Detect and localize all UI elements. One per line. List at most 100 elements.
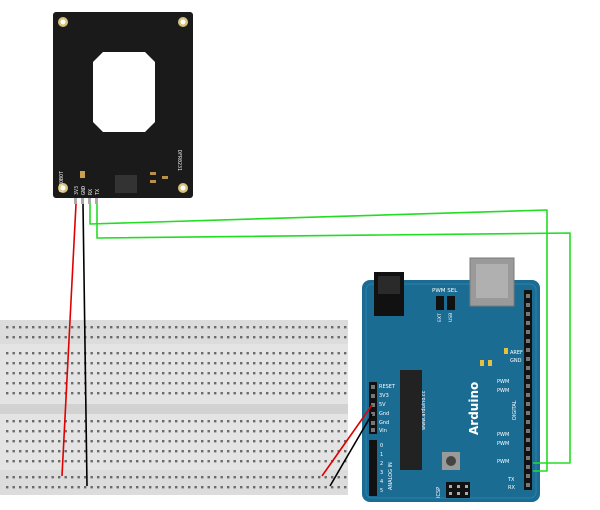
breadboard-hole	[220, 372, 223, 375]
wire-black-gnd	[329, 413, 373, 487]
breadboard-hole	[168, 450, 171, 453]
breadboard-hole	[110, 440, 113, 443]
breadboard-hole	[155, 460, 158, 463]
breadboard-hole	[188, 430, 191, 433]
breadboard-hole	[318, 336, 321, 339]
breadboard-hole	[97, 460, 100, 463]
breadboard-hole	[331, 440, 334, 443]
breadboard-hole	[103, 336, 106, 339]
breadboard-hole	[181, 392, 184, 395]
rfid-chip	[115, 175, 137, 193]
breadboard-hole	[279, 430, 282, 433]
breadboard-hole	[207, 372, 210, 375]
breadboard-hole	[194, 420, 197, 423]
breadboard-hole	[90, 450, 93, 453]
breadboard-hole	[305, 352, 308, 355]
breadboard-hole	[155, 372, 158, 375]
breadboard-hole	[142, 476, 145, 479]
breadboard-hole	[279, 372, 282, 375]
power-label-reset: RESET	[379, 384, 396, 390]
breadboard-hole	[337, 362, 340, 365]
breadboard-hole	[32, 476, 35, 479]
digital-header	[524, 290, 532, 490]
breadboard-hole	[45, 430, 48, 433]
breadboard-hole	[71, 440, 74, 443]
analog-pin-label: 3	[380, 470, 383, 476]
breadboard-hole	[51, 352, 54, 355]
breadboard-hole	[298, 486, 301, 489]
breadboard-hole	[246, 450, 249, 453]
breadboard-hole	[220, 450, 223, 453]
breadboard-hole	[207, 326, 210, 329]
breadboard-hole	[214, 372, 217, 375]
breadboard-hole	[259, 372, 262, 375]
breadboard-hole	[324, 460, 327, 463]
breadboard-hole	[64, 372, 67, 375]
breadboard-hole	[149, 486, 152, 489]
breadboard-hole	[181, 352, 184, 355]
breadboard-hole	[337, 336, 340, 339]
breadboard-hole	[279, 392, 282, 395]
breadboard-hole	[168, 372, 171, 375]
breadboard-hole	[259, 460, 262, 463]
breadboard-hole	[253, 440, 256, 443]
breadboard-hole	[318, 450, 321, 453]
breadboard-hole	[71, 460, 74, 463]
wires	[61, 203, 571, 487]
breadboard-hole	[344, 336, 347, 339]
breadboard-hole	[142, 486, 145, 489]
digital-header-pin	[526, 411, 530, 415]
breadboard-hole	[324, 430, 327, 433]
breadboard-hole	[64, 362, 67, 365]
breadboard-hole	[58, 460, 61, 463]
breadboard-hole	[97, 420, 100, 423]
breadboard-hole	[32, 420, 35, 423]
breadboard-hole	[175, 382, 178, 385]
breadboard-hole	[19, 430, 22, 433]
breadboard-hole	[58, 450, 61, 453]
breadboard-hole	[19, 352, 22, 355]
breadboard-hole	[201, 430, 204, 433]
breadboard-hole	[240, 326, 243, 329]
breadboard-hole	[331, 352, 334, 355]
breadboard-hole	[45, 362, 48, 365]
breadboard-hole	[6, 430, 9, 433]
breadboard-hole	[32, 336, 35, 339]
breadboard-hole	[149, 336, 152, 339]
breadboard-hole	[181, 326, 184, 329]
breadboard-hole	[305, 392, 308, 395]
breadboard-hole	[168, 382, 171, 385]
breadboard-hole	[77, 372, 80, 375]
breadboard-hole	[194, 450, 197, 453]
breadboard-hole	[175, 326, 178, 329]
breadboard-hole	[253, 372, 256, 375]
breadboard-hole	[181, 450, 184, 453]
breadboard-hole	[188, 382, 191, 385]
breadboard-hole	[207, 336, 210, 339]
breadboard-hole	[311, 460, 314, 463]
breadboard-hole	[227, 326, 230, 329]
breadboard-hole	[227, 430, 230, 433]
breadboard-hole	[71, 486, 74, 489]
breadboard-hole	[110, 382, 113, 385]
breadboard-hole	[194, 382, 197, 385]
breadboard-hole	[220, 382, 223, 385]
breadboard-hole	[201, 336, 204, 339]
breadboard-hole	[116, 476, 119, 479]
breadboard-hole	[45, 352, 48, 355]
breadboard-hole	[298, 372, 301, 375]
breadboard-hole	[214, 450, 217, 453]
breadboard-hole	[77, 420, 80, 423]
power-jack-face	[378, 276, 400, 294]
breadboard-hole	[123, 352, 126, 355]
breadboard-hole	[38, 336, 41, 339]
rfid-pin-label: 3V3	[74, 186, 80, 195]
breadboard-hole	[253, 486, 256, 489]
breadboard-hole	[19, 326, 22, 329]
breadboard-hole	[188, 486, 191, 489]
breadboard-hole	[12, 450, 15, 453]
breadboard-hole	[129, 372, 132, 375]
breadboard-hole	[71, 392, 74, 395]
rfid-pin-label: TX	[95, 189, 101, 195]
breadboard-hole	[272, 486, 275, 489]
